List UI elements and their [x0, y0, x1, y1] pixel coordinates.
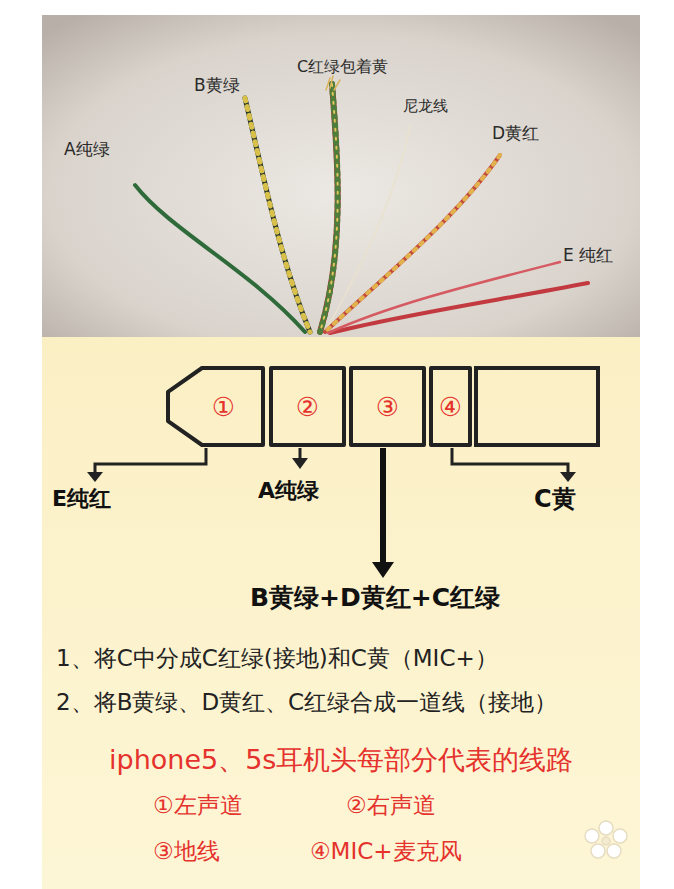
wire-label: B黄绿	[194, 76, 240, 96]
callout-number: ④	[439, 394, 462, 420]
pin-label: A纯绿	[258, 478, 319, 503]
note: 1、将C中分成C红绿(接地)和C黄（MIC+）	[56, 645, 498, 671]
pin-meaning: ②右声道	[346, 792, 436, 818]
wires	[135, 76, 588, 333]
callout-number: ②	[296, 394, 319, 420]
ground-arrowhead	[372, 562, 394, 578]
pin-label: B黄绿+D黄红+C红绿	[250, 584, 500, 613]
watermark-logo	[585, 821, 627, 858]
callout-number: ③	[376, 394, 399, 420]
pin-meaning: ①左声道	[153, 792, 243, 818]
plug-handle	[476, 368, 598, 445]
pin-label: E纯红	[52, 486, 111, 511]
note: 2、将B黄绿、D黄红、C红绿合成一道线（接地）	[56, 689, 557, 715]
pin-label: C黄	[534, 486, 576, 514]
plug-segment: ①	[166, 366, 265, 447]
plug-segment: ④	[429, 366, 472, 447]
wire-label: D黄红	[492, 124, 539, 144]
wire-label: 尼龙线	[403, 98, 448, 115]
pin-meaning: ④MIC+麦克风	[310, 838, 462, 864]
pin-meaning: ③地线	[153, 838, 220, 864]
paper-ground	[42, 337, 640, 889]
wire-label: C红绿包着黄	[297, 58, 388, 76]
photo-ground	[42, 15, 640, 337]
wire-label: E 纯红	[563, 246, 613, 266]
leader-arrowheads	[87, 458, 576, 482]
plug-segment: ②	[269, 366, 346, 447]
plug-segment: ③	[349, 366, 426, 447]
ground-arrow	[380, 448, 386, 566]
callout-number: ①	[212, 394, 235, 420]
title: iphone5、5s耳机头每部分代表的线路	[109, 744, 573, 775]
wire-label: A纯绿	[64, 140, 110, 160]
leader-lines	[95, 448, 568, 474]
